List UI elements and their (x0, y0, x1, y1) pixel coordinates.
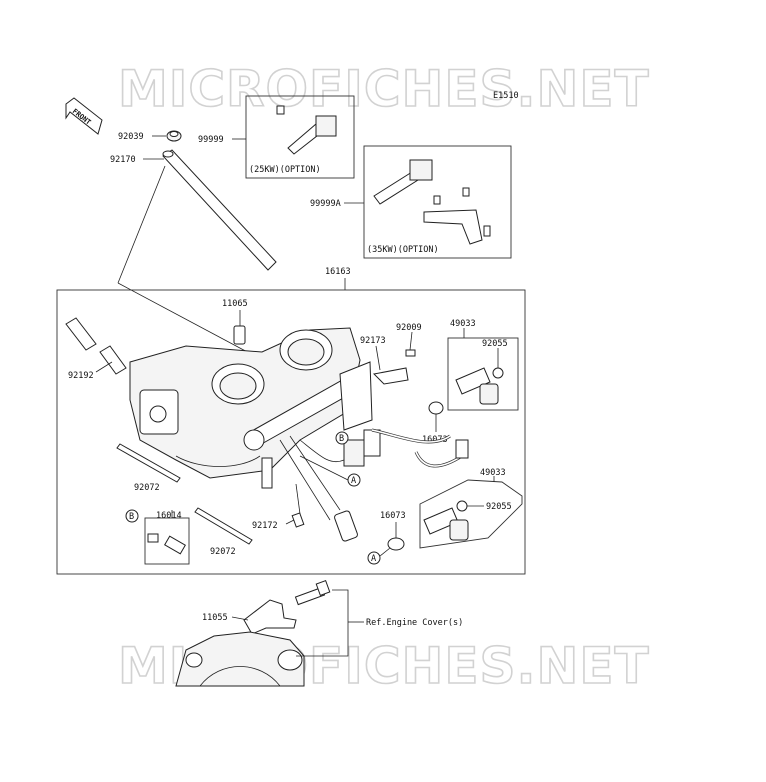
injector-49033-lower (419, 479, 523, 549)
screw-92009 (405, 349, 416, 357)
hose-92192 (65, 317, 127, 375)
part-label-92072-left: 92072 (134, 483, 160, 493)
part-label-92172: 92172 (252, 521, 278, 531)
part-label-92055-lower: 92055 (486, 502, 512, 512)
part-label-92170: 92170 (110, 155, 136, 165)
callout-a-lower-label: A (371, 554, 376, 564)
callout-a-main-label: A (351, 476, 356, 486)
throttle-assembly-box (56, 289, 526, 575)
part-label-99999A: 99999A (310, 199, 341, 209)
harness-35kw (373, 159, 491, 245)
option-label-25kw: (25KW)(OPTION) (249, 165, 321, 175)
bolt-92172 (291, 512, 305, 528)
front-arrow-icon: FRONT (65, 97, 103, 135)
o-ring-92055-upper (492, 367, 504, 379)
part-label-49033-upper: 49033 (450, 319, 476, 329)
part-label-92173: 92173 (360, 336, 386, 346)
cap-11065 (233, 325, 246, 345)
callout-b-lower (125, 509, 139, 523)
part-label-16073-lower: 16073 (380, 511, 406, 521)
grommet-92039 (166, 130, 182, 142)
engine-cover-bracket (243, 580, 331, 635)
part-label-16163: 16163 (325, 267, 351, 277)
engine-cover-reference: Ref.Engine Cover(s) (366, 618, 463, 628)
engine-cover (175, 631, 305, 687)
part-label-16014: 16014 (156, 511, 182, 521)
connector-b (455, 439, 469, 459)
seal-16073-lower (387, 537, 405, 551)
part-label-11055: 11055 (202, 613, 228, 623)
strap-92170 (162, 149, 277, 271)
bracket-92173 (372, 367, 409, 385)
option-box-35kw (363, 145, 512, 259)
cable-tie-92072-right (194, 507, 253, 545)
throttle-body (129, 327, 381, 542)
injector-49033-upper (447, 337, 519, 411)
part-label-11065: 11065 (222, 299, 248, 309)
harness-25kw (276, 105, 337, 155)
part-label-92192: 92192 (68, 371, 94, 381)
callout-b-main-label: B (339, 434, 344, 444)
seal-16073-upper (428, 401, 444, 415)
callout-b-main (335, 431, 349, 445)
callout-b-lower-label: B (129, 512, 134, 522)
watermark-top: MICROFICHES.NET (118, 60, 650, 118)
part-label-92039: 92039 (118, 132, 144, 142)
part-label-92055-upper: 92055 (482, 339, 508, 349)
bracket-16014 (144, 517, 190, 565)
cable-tie-92072-left (116, 443, 181, 483)
part-label-92072-right: 92072 (210, 547, 236, 557)
callout-a-lower (367, 551, 381, 565)
part-label-16073-upper: 16073 (422, 435, 448, 445)
diagram-code: E1510 (493, 91, 519, 101)
part-label-99999: 99999 (198, 135, 224, 145)
o-ring-92055-lower (456, 500, 468, 512)
option-box-25kw (245, 95, 355, 179)
part-label-92009: 92009 (396, 323, 422, 333)
part-label-49033-lower: 49033 (480, 468, 506, 478)
option-label-35kw: (35KW)(OPTION) (367, 245, 439, 255)
